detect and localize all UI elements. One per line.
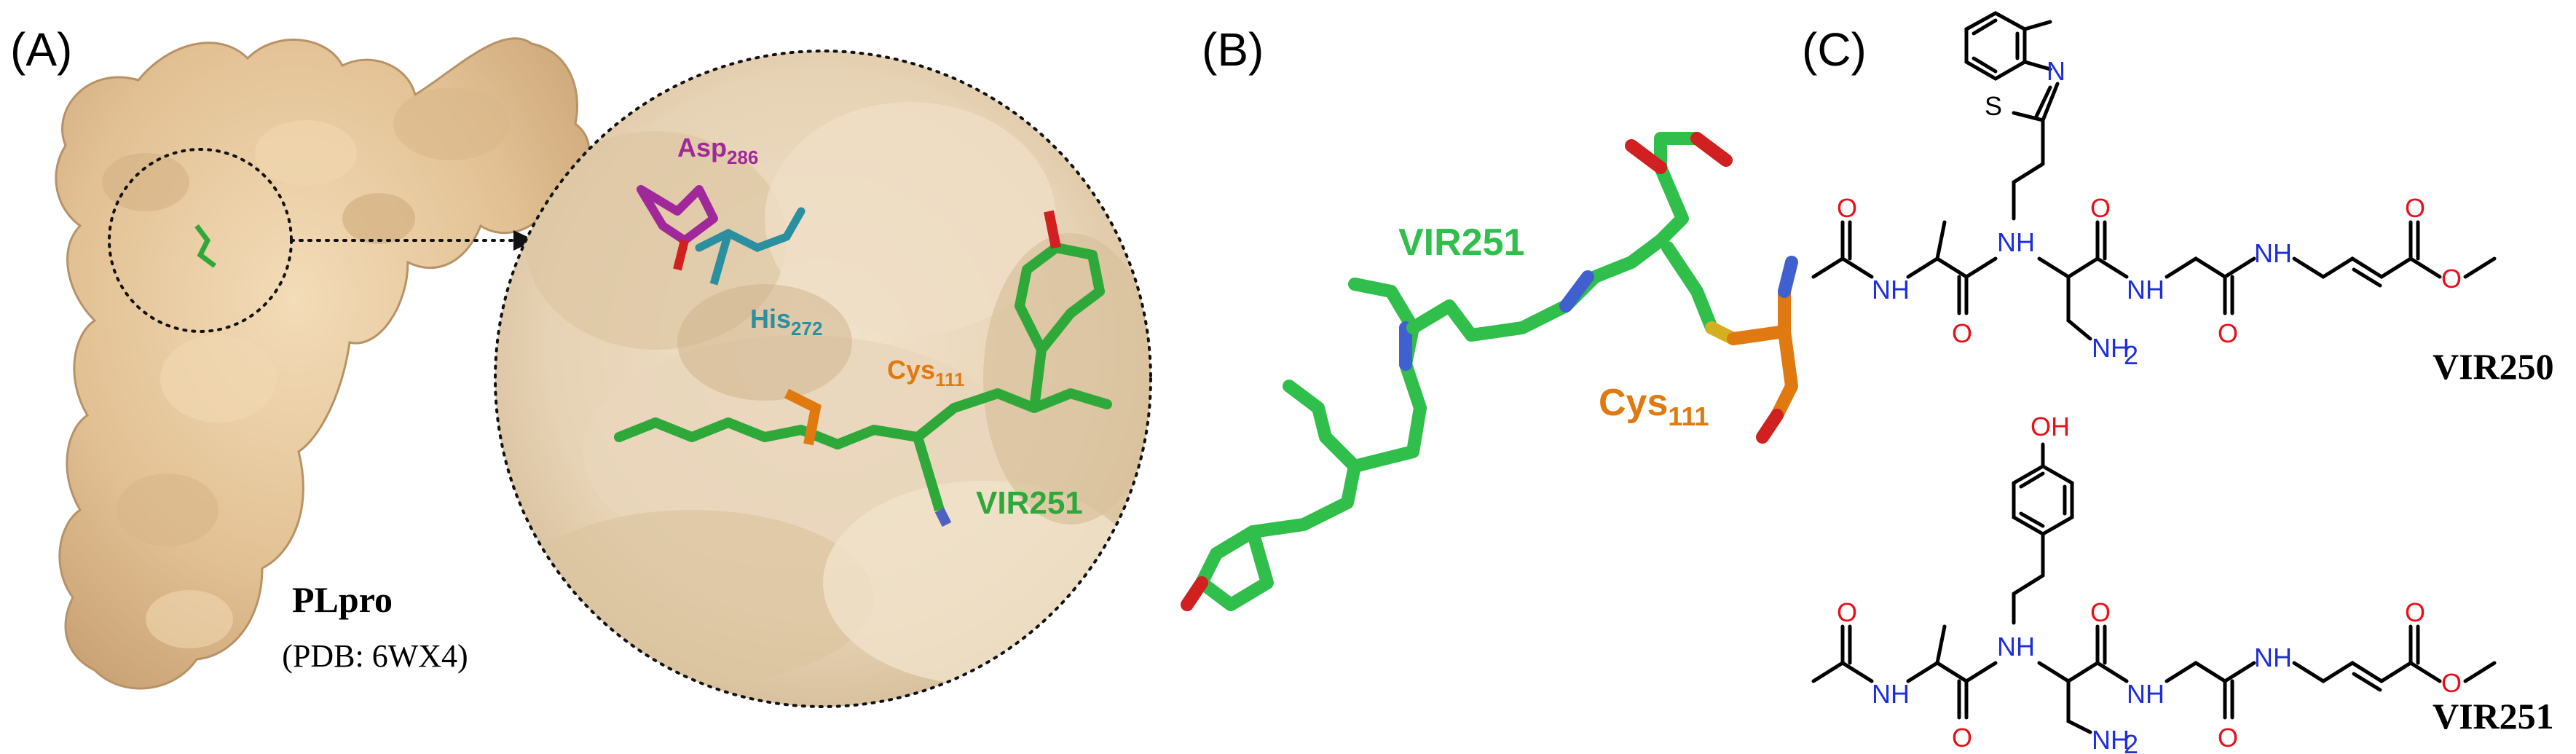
svg-text:NH: NH [2254,238,2292,268]
label-vir251-b: VIR251 [1398,221,1524,264]
zoom-view [494,50,1152,708]
ligand-mini [194,224,217,268]
svg-text:O: O [2090,193,2111,223]
label-asp286: Asp286 [677,133,758,168]
panel-a-figure: (A) PLpro (PDB: 6WX4) [10,23,1152,708]
svg-text:O: O [1952,318,1972,348]
protein-surface [55,37,591,690]
svg-text:O: O [1837,597,1857,627]
structure-vir251: OH O NH O NH NH 2 O NH O NH [1811,412,2554,754]
panel-c: (C) N S O NH O NH NH 2 [1799,0,2576,754]
svg-text:S: S [1985,91,2002,121]
svg-text:2: 2 [2124,729,2138,754]
svg-text:2: 2 [2124,340,2138,370]
svg-text:NH: NH [1872,275,1910,305]
compound-vir250: VIR250 [2433,346,2554,387]
svg-text:NH: NH [1997,227,2035,257]
compound-vir251: VIR251 [2433,696,2554,737]
svg-text:O: O [1952,723,1972,753]
panel-label-c: (C) [1802,23,1867,76]
label-vir251-zoom: VIR251 [976,485,1083,521]
svg-text:O: O [2441,668,2462,698]
label-his272: His272 [750,304,822,339]
structure-vir250: N S O NH O NH NH 2 O NH O [1811,11,2554,387]
svg-text:NH: NH [2092,333,2130,363]
svg-text:O: O [2090,597,2111,627]
svg-text:NH: NH [2127,275,2165,305]
protein-name: PLpro [292,579,393,620]
svg-text:NH: NH [2092,725,2130,754]
svg-text:O: O [2218,318,2238,348]
panel-c-figure: (C) N S O NH O NH NH 2 [1802,11,2554,754]
svg-text:O: O [2405,193,2425,223]
pdb-caption: (PDB: 6WX4) [282,638,468,674]
svg-text:NH: NH [1872,679,1910,709]
svg-text:OH: OH [2031,412,2070,441]
svg-text:O: O [1837,193,1857,223]
label-cys111-zoom: Cys111 [887,355,965,390]
panel-label-b: (B) [1202,23,1264,76]
panel-b-figure: (B) VIR251 Cys111 [1181,23,1798,611]
svg-text:N: N [2047,56,2065,86]
ligand-sticks-b [1181,132,1798,611]
svg-text:O: O [2405,597,2425,627]
panel-label-a: (A) [10,23,72,76]
svg-text:NH: NH [2127,679,2165,709]
svg-text:O: O [2441,264,2462,294]
panel-a: (A) PLpro (PDB: 6WX4) [0,0,1158,754]
svg-text:NH: NH [1997,632,2035,661]
svg-text:NH: NH [2254,643,2292,672]
svg-text:O: O [2218,723,2238,753]
panel-b: (B) VIR251 Cys111 [1158,0,1799,754]
label-cys111-b: Cys111 [1599,382,1709,431]
